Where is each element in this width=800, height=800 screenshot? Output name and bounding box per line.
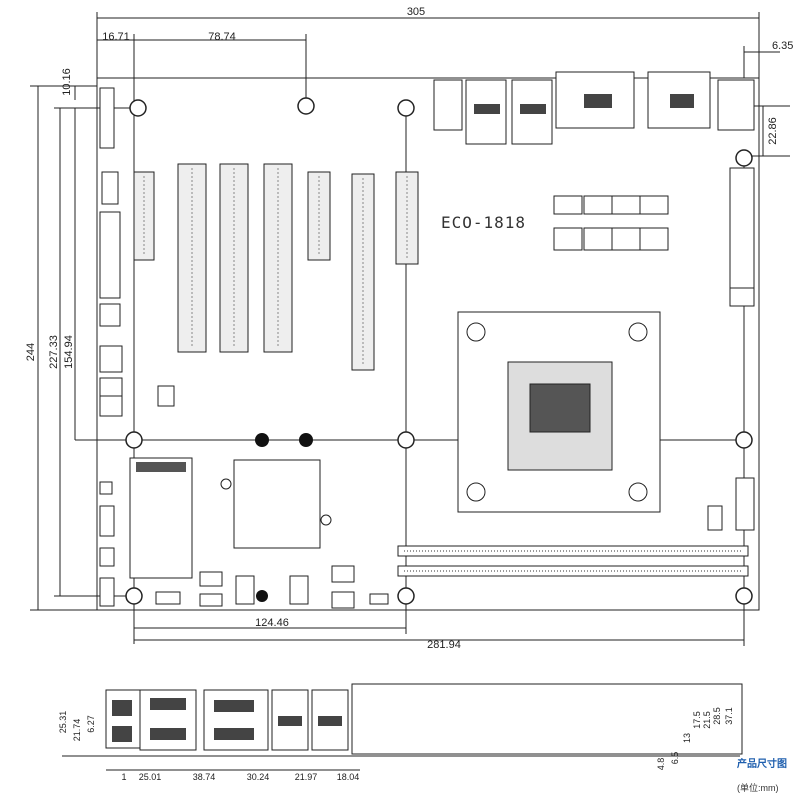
dim-6-27: 6.27: [86, 715, 96, 733]
dim-21-97: 21.97: [295, 772, 318, 782]
dim-281-94: 281.94: [427, 639, 461, 651]
dim-28-5: 28.5: [712, 707, 722, 725]
dim-6-35: 6.35: [772, 40, 793, 52]
dim-78-74: 78.74: [208, 31, 236, 43]
dim-38-74: 38.74: [193, 772, 216, 782]
caption-unit: (单位:mm): [737, 783, 779, 793]
dim-21-74: 21.74: [72, 719, 82, 742]
dim-10-16: 10.16: [61, 68, 73, 96]
dim-154-94: 154.94: [63, 335, 75, 369]
dim-244: 244: [25, 343, 37, 361]
dim-13: 13: [682, 733, 692, 743]
dim-25-01: 25.01: [139, 772, 162, 782]
dim-22-86: 22.86: [767, 117, 779, 145]
dim-227-33: 227.33: [48, 335, 60, 369]
dim-1: 1: [121, 772, 126, 782]
dim-18-04: 18.04: [337, 772, 360, 782]
dim-25-31: 25.31: [58, 711, 68, 734]
dim-4-8: 4.8: [656, 758, 666, 771]
dim-6-5: 6.5: [670, 752, 680, 765]
dim-21-5: 21.5: [702, 711, 712, 729]
dim-30-24: 30.24: [247, 772, 270, 782]
board-model-label: ECO-1818: [441, 213, 526, 232]
dim-17-5: 17.5: [692, 711, 702, 729]
dim-overall-width: 305: [407, 6, 425, 18]
board-outline: [96, 77, 760, 611]
dim-16-71: 16.71: [102, 31, 130, 43]
dim-37-1: 37.1: [724, 707, 734, 725]
dim-124-46: 124.46: [255, 617, 289, 629]
caption-title: 产品尺寸图: [737, 759, 787, 770]
